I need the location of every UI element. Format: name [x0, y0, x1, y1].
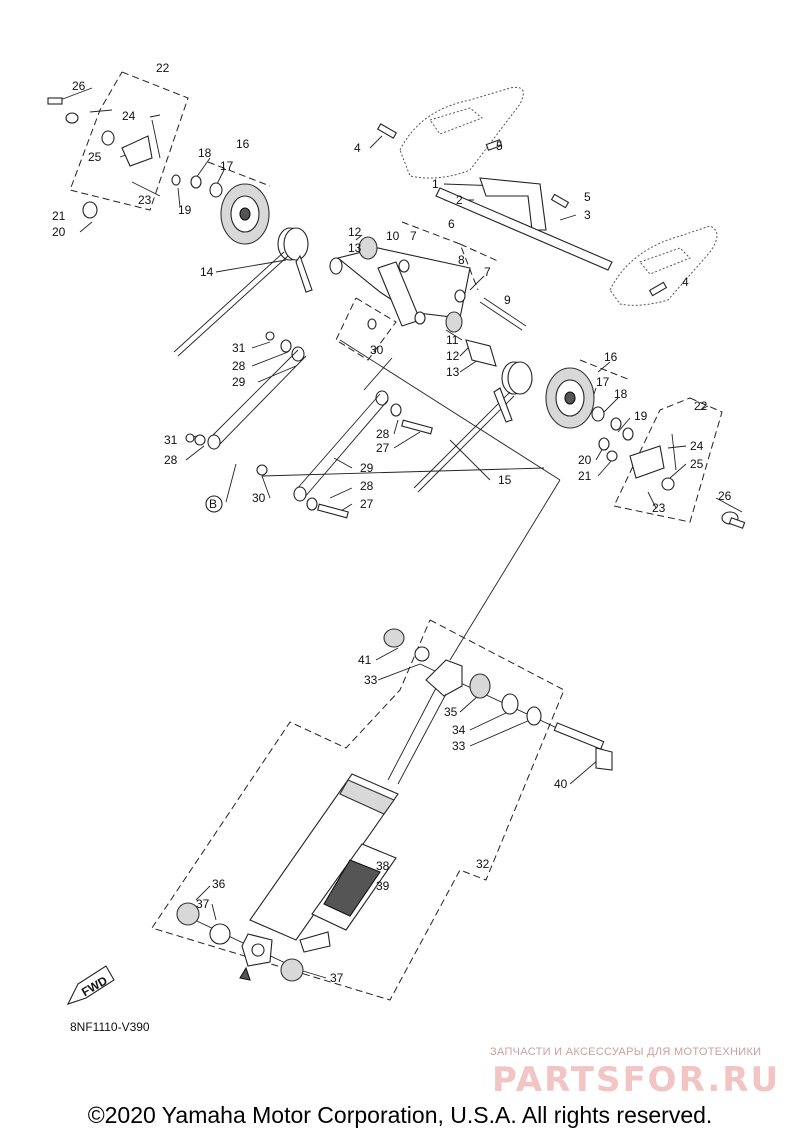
rear-arm-assembly	[376, 123, 668, 297]
callout: 2	[456, 193, 463, 207]
shock-absorber	[176, 628, 613, 982]
callout: 11	[446, 333, 459, 347]
callout: 24	[122, 109, 136, 123]
callout: 35	[444, 705, 458, 719]
callout: 30	[252, 491, 266, 505]
callout: 41	[358, 653, 372, 667]
callout: 37	[196, 897, 210, 911]
callout: 18	[614, 387, 628, 401]
callout: 6	[448, 217, 455, 231]
callout: 28	[376, 427, 390, 441]
parts-diagram: FWD 26 22 24 25 23 21 20 19 18 17 16 14 …	[47, 61, 746, 1005]
callout: 33	[452, 739, 466, 753]
callout: 20	[578, 453, 592, 467]
callout: 38	[376, 859, 390, 873]
leader-lines	[59, 87, 743, 979]
callout: 9	[504, 293, 511, 307]
callout: 32	[476, 857, 490, 871]
left-wheel-spring	[171, 174, 313, 357]
callout: 28	[360, 479, 374, 493]
callout: 20	[52, 225, 66, 239]
callout: 21	[52, 209, 66, 223]
callout: 27	[360, 497, 374, 511]
callout: 17	[220, 159, 234, 173]
callout: 22	[156, 61, 170, 75]
callout: 8	[458, 253, 465, 267]
front-arm-assembly	[329, 236, 527, 367]
callout: 29	[232, 375, 246, 389]
callout: 25	[690, 457, 704, 471]
callout: 1	[432, 177, 439, 191]
diagram-code: 8NF1110-V390	[70, 1020, 150, 1034]
callout: 37	[330, 971, 344, 985]
callout: 12	[348, 225, 362, 239]
copyright-notice: ©2020 Yamaha Motor Corporation, U.S.A. A…	[87, 1102, 713, 1128]
callout: 17	[596, 375, 610, 389]
callout: 16	[236, 137, 250, 151]
callout: 40	[554, 777, 568, 791]
callout: 27	[376, 441, 390, 455]
group-outlines	[69, 71, 723, 1001]
callout: 5	[584, 190, 591, 204]
fwd-arrow-icon: FWD	[66, 965, 115, 1005]
callout: 31	[164, 433, 178, 447]
callout: 14	[200, 265, 214, 279]
callout: 5	[496, 139, 503, 153]
callout: 7	[410, 229, 417, 243]
callout: 7	[484, 265, 491, 279]
callout: 18	[198, 146, 212, 160]
callout: 39	[376, 879, 390, 893]
callout: 31	[232, 341, 246, 355]
watermark-tagline: ЗАПЧАСТИ И АКСЕССУАРЫ ДЛЯ МОТОТЕХНИКИ	[490, 1046, 762, 1058]
callout: 23	[138, 193, 152, 207]
callout: 29	[360, 461, 374, 475]
callout: 15	[498, 473, 512, 487]
right-bracket-group	[598, 433, 746, 529]
callout: 25	[88, 150, 102, 164]
callout: 26	[72, 79, 86, 93]
callout: 13	[446, 365, 460, 379]
callout: 24	[690, 439, 704, 453]
track-rail-sketch	[399, 86, 718, 306]
callout: 28	[164, 453, 178, 467]
reference-marker: B	[209, 497, 217, 511]
callout: 4	[682, 275, 689, 289]
callout: 34	[452, 723, 466, 737]
right-wheel-spring	[413, 361, 634, 493]
callout: 21	[578, 469, 592, 483]
callout: 12	[446, 349, 460, 363]
callout: 23	[652, 501, 666, 515]
callout: 16	[604, 350, 618, 364]
callout: 3	[584, 208, 591, 222]
callout: 30	[370, 343, 384, 357]
callouts: 26 22 24 25 23 21 20 19 18 17 16 14 4 5 …	[52, 61, 732, 985]
callout: 28	[232, 359, 246, 373]
links	[185, 331, 433, 519]
callout: 10	[386, 229, 400, 243]
watermark-brand: PARTSFOR.RU	[492, 1060, 781, 1100]
callout: 13	[348, 241, 362, 255]
callout: 19	[634, 409, 648, 423]
callout: 33	[364, 673, 378, 687]
callout: 36	[212, 877, 226, 891]
callout: 19	[178, 203, 192, 217]
callout: 22	[694, 399, 708, 413]
callout: 26	[718, 489, 732, 503]
left-bracket-group	[47, 97, 161, 219]
callout: 4	[354, 141, 361, 155]
